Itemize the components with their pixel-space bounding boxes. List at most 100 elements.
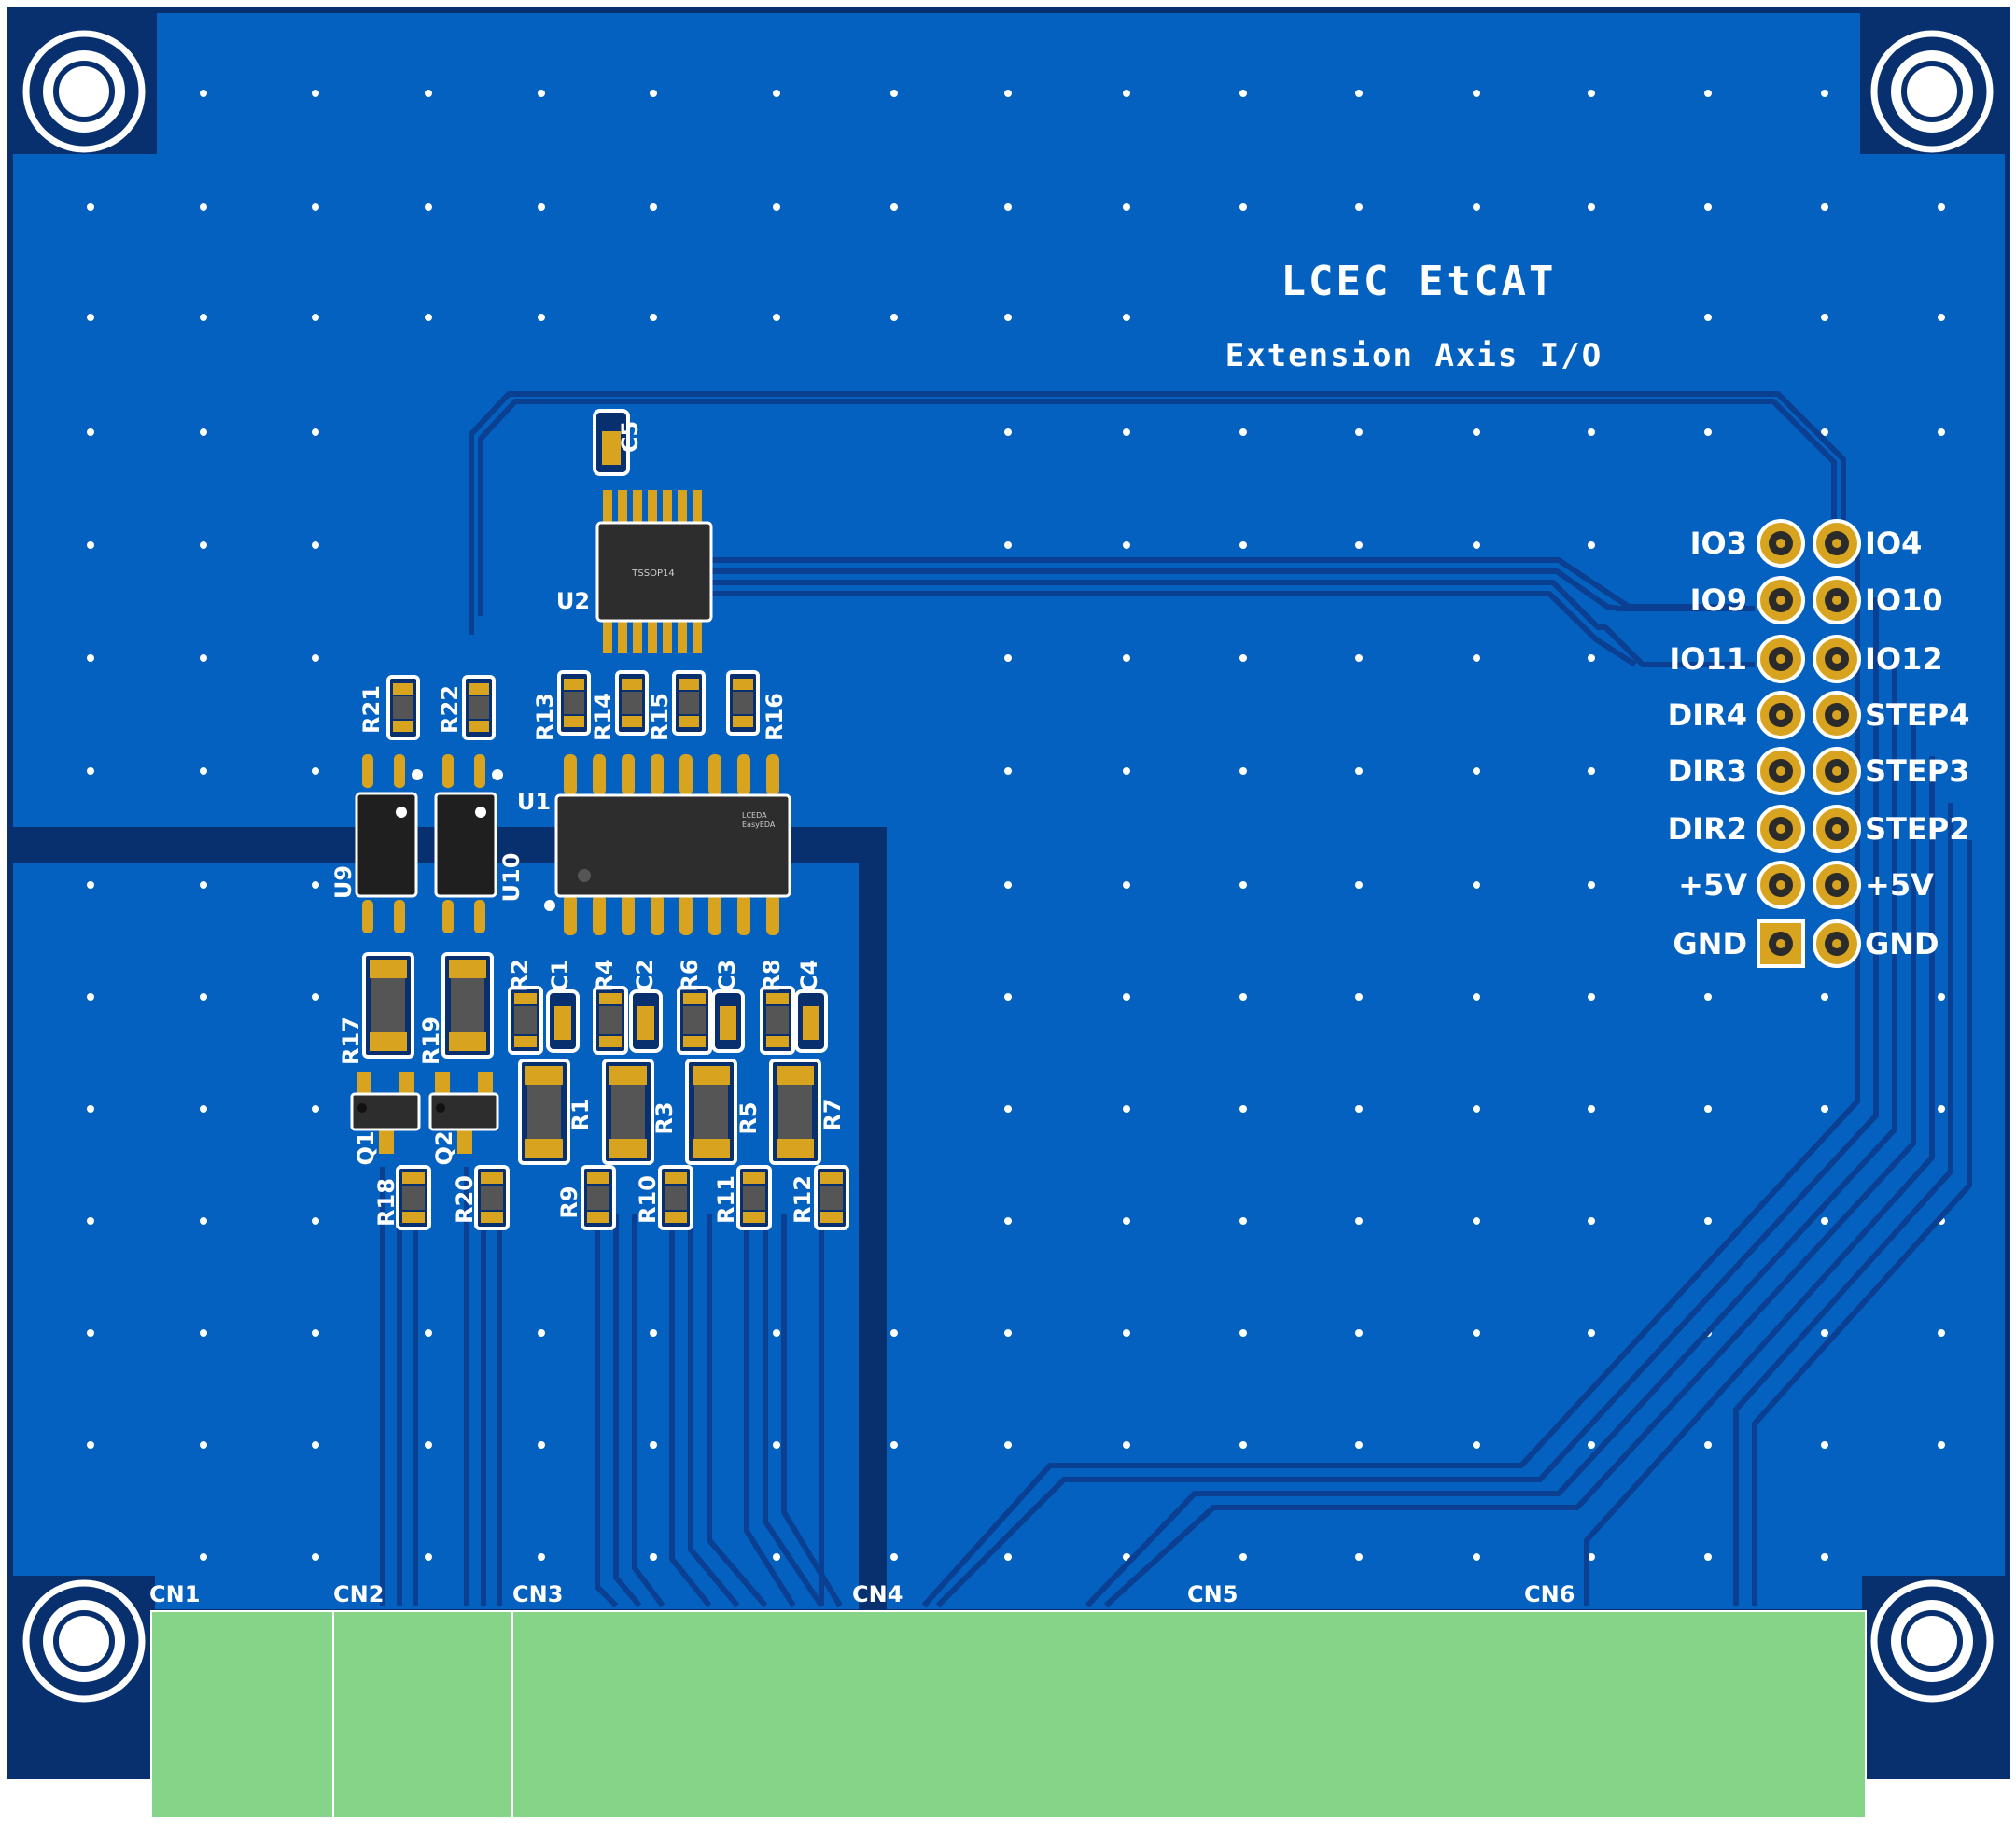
via <box>1821 314 1828 321</box>
via <box>650 203 657 211</box>
board-subtitle: Extension Axis I/O <box>1225 337 1603 374</box>
via <box>1355 90 1363 97</box>
via <box>1704 1441 1712 1449</box>
via <box>1588 1329 1595 1337</box>
via <box>1588 541 1595 549</box>
via <box>1473 654 1480 662</box>
label-u9: U9 <box>330 865 357 899</box>
label-r11: R11 <box>713 1175 739 1224</box>
header-pin-left <box>1757 635 1805 683</box>
trace-down-h <box>613 1214 642 1607</box>
label-r8: R8 <box>759 959 785 991</box>
via <box>1473 428 1480 436</box>
header-pin-left <box>1757 519 1805 568</box>
label-r3: R3 <box>651 1101 678 1134</box>
mounting-hole-tr <box>1860 13 2005 154</box>
header-pin-left <box>1757 805 1805 853</box>
trace-right-bus-6 <box>1733 803 1953 1606</box>
capacitor-c2: C2 <box>629 960 663 1053</box>
via <box>1704 203 1712 211</box>
via <box>1821 203 1828 211</box>
via <box>1004 1217 1012 1225</box>
via-grid <box>87 90 1945 1561</box>
via <box>1004 203 1012 211</box>
u1-pins-bottom <box>564 894 779 935</box>
via <box>1355 541 1363 549</box>
via <box>200 654 207 662</box>
rc-row: R2 C1 R4 C2 R6 C3 <box>507 959 828 1055</box>
trace-down-n <box>763 1214 824 1607</box>
via <box>87 541 94 549</box>
resistor-r11: R11 <box>713 1165 772 1230</box>
via <box>1123 767 1130 775</box>
resistor-r19: R19 <box>418 952 494 1065</box>
label-c5: C5 <box>617 421 643 453</box>
via <box>538 1329 545 1337</box>
via <box>538 1441 545 1449</box>
via <box>312 993 319 1001</box>
ic-u2: TSSOP14 U2 <box>556 490 713 653</box>
via <box>312 90 319 97</box>
label-r21: R21 <box>358 685 385 734</box>
via <box>312 767 319 775</box>
header-label-left: DIR2 <box>1668 811 1747 847</box>
header-label-right: STEP3 <box>1865 753 1969 789</box>
via <box>1239 90 1247 97</box>
via <box>425 203 432 211</box>
header-label-left: IO3 <box>1690 526 1747 561</box>
via <box>200 90 207 97</box>
board-title: LCEC EtCAT <box>1281 258 1557 305</box>
trace-right-bus-2 <box>935 597 1879 1608</box>
mounting-hole-br <box>1862 1576 2005 1777</box>
via <box>1004 881 1012 889</box>
via <box>200 314 207 321</box>
trace-down-g <box>595 1214 619 1608</box>
via <box>1123 881 1130 889</box>
via <box>1239 203 1247 211</box>
via <box>312 654 319 662</box>
via <box>1473 1553 1480 1561</box>
via <box>1123 654 1130 662</box>
via <box>312 1217 319 1225</box>
via <box>1355 1553 1363 1561</box>
via <box>87 654 94 662</box>
header-pin-right <box>1813 919 1861 968</box>
resistor-r17: R17 <box>338 952 414 1065</box>
via <box>1004 767 1012 775</box>
via <box>1123 541 1130 549</box>
label-cn5: CN5 <box>1187 1581 1238 1607</box>
resistor-r9: R9 <box>556 1165 616 1230</box>
via <box>1004 1553 1012 1561</box>
trace-down-m <box>744 1214 796 1607</box>
header-label-right: STEP4 <box>1865 697 1969 733</box>
via <box>87 203 94 211</box>
label-r10: R10 <box>635 1175 661 1224</box>
via <box>1123 90 1130 97</box>
ic-u9: U9 <box>330 754 423 933</box>
via <box>1355 428 1363 436</box>
resistor-r14: R14 <box>590 670 649 741</box>
label-c1: C1 <box>547 960 573 991</box>
via <box>1588 1441 1595 1449</box>
via <box>1938 314 1945 321</box>
resistor-r7: R7 <box>769 1059 846 1165</box>
via <box>312 428 319 436</box>
trace-right-bus-4 <box>1103 709 1916 1608</box>
label-r16: R16 <box>762 693 788 741</box>
via <box>87 881 94 889</box>
via <box>1123 1441 1130 1449</box>
via <box>312 1553 319 1561</box>
via <box>1588 90 1595 97</box>
label-r6: R6 <box>677 959 703 991</box>
capacitor-c1: C1 <box>546 960 580 1053</box>
header-label-right: GND <box>1865 926 1939 961</box>
label-r7: R7 <box>819 1098 846 1130</box>
via <box>890 1553 898 1561</box>
header-label-left: DIR4 <box>1668 697 1747 733</box>
via <box>1588 1105 1595 1113</box>
resistor-r6: R6 <box>677 959 712 1055</box>
via <box>1588 203 1595 211</box>
via <box>650 314 657 321</box>
via <box>773 314 780 321</box>
via <box>1004 993 1012 1001</box>
